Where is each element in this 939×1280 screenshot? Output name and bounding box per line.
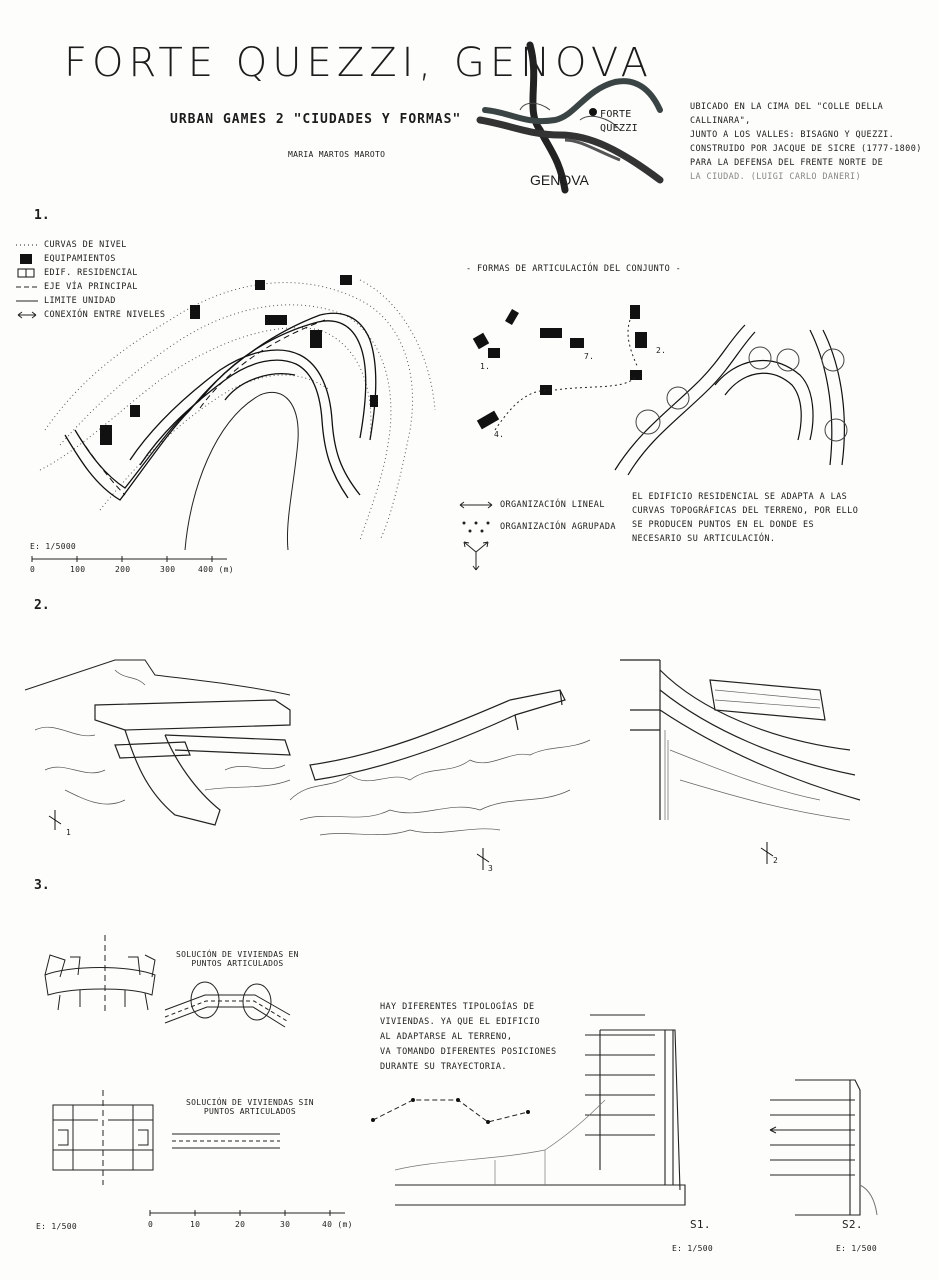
site-plan-scale-ticks: 0 100 200 300 400 (m) — [30, 565, 234, 574]
detail-scale-label: E: 1/500 — [36, 1222, 77, 1231]
view-mark-2: 2 — [773, 856, 779, 865]
section-s1-label: S1. — [690, 1218, 711, 1231]
grouped-dots-icon — [462, 521, 490, 533]
linear-arrow-icon — [459, 501, 493, 509]
section-s2-drawing — [769, 1079, 878, 1216]
typology-text: HAY DIFERENTES TIPOLOGÍAS DE VIVIENDAS. … — [380, 1002, 557, 1072]
site-plan-drawing — [39, 275, 436, 551]
intro-text: UBICADO EN LA CIMA DEL "COLLE DELLA CALL… — [690, 102, 922, 182]
view-mark-2-icon — [760, 842, 774, 864]
non-articulated-dwelling-plan — [52, 1090, 154, 1185]
non-articulated-label: SOLUCIÓN DE VIVIENDAS SIN PUNTOS ARTICUL… — [186, 1098, 314, 1116]
page-title: FORTE QUEZZI, GENOVA — [64, 40, 654, 86]
articulated-dwelling-plan — [44, 935, 156, 1015]
articulated-label: SOLUCIÓN DE VIVIENDAS EN PUNTOS ARTICULA… — [176, 950, 299, 968]
cluster-number-2: 2. — [656, 346, 667, 355]
view-mark-1: 1 — [66, 828, 72, 837]
view-mark-3-icon — [476, 848, 490, 870]
section-s1-drawing — [394, 1014, 686, 1206]
articulation-diagram — [472, 305, 848, 476]
trajectory-diagram — [371, 1098, 530, 1124]
location-map — [476, 41, 664, 194]
map-label-site: FORTE QUEZZI — [600, 109, 638, 134]
filled-block-icon — [20, 254, 32, 264]
organization-legend: ORGANIZACIÓN LINEAL ORGANIZACIÓN AGRUPAD… — [458, 494, 616, 577]
section-3-number: 3. — [34, 878, 50, 893]
site-plan-scale-bar — [31, 556, 227, 562]
articulated-diagram — [164, 981, 291, 1028]
detail-scale-bar — [149, 1210, 345, 1216]
articulation-description: EL EDIFICIO RESIDENCIAL SE ADAPTA A LAS … — [632, 492, 859, 544]
double-arrow-icon — [17, 311, 37, 319]
cluster-number-7: 7. — [584, 352, 595, 361]
outlined-block-icon — [17, 268, 35, 278]
section-s1-scale: E: 1/500 — [672, 1244, 713, 1253]
site-plan-scale-label: E: 1/5000 — [30, 542, 77, 551]
section-s2-scale: E: 1/500 — [836, 1244, 877, 1253]
cluster-number-1: 1. — [480, 362, 491, 371]
perspective-sketch-1 — [24, 659, 291, 830]
view-mark-3: 3 — [488, 864, 494, 873]
section-2-number: 2. — [34, 598, 50, 613]
author-name: MARIA MARTOS MAROTO — [288, 150, 386, 159]
perspective-sketch-3 — [289, 689, 591, 836]
articulation-title: - FORMAS DE ARTICULACIÓN DEL CONJUNTO - — [466, 264, 682, 274]
site-plan-legend: CURVAS DE NIVEL EQUIPAMIENTOS EDIF. RESI… — [16, 238, 165, 322]
page-subtitle: URBAN GAMES 2 "CIUDADES Y FORMAS" — [170, 112, 462, 127]
map-label-city: GENOVA — [530, 172, 589, 188]
cluster-number-4: 4. — [494, 430, 505, 439]
perspective-sketch-2 — [620, 659, 861, 821]
non-articulated-diagram — [172, 1133, 280, 1149]
detail-scale-ticks: 0 10 20 30 40 (m) — [148, 1220, 353, 1229]
dotted-line-icon — [16, 244, 38, 246]
section-s2-label: S2. — [842, 1218, 863, 1231]
solid-line-icon — [16, 300, 38, 302]
section-1-number: 1. — [34, 208, 50, 223]
dashed-line-icon — [16, 286, 38, 288]
radial-arrows-icon — [463, 541, 489, 571]
